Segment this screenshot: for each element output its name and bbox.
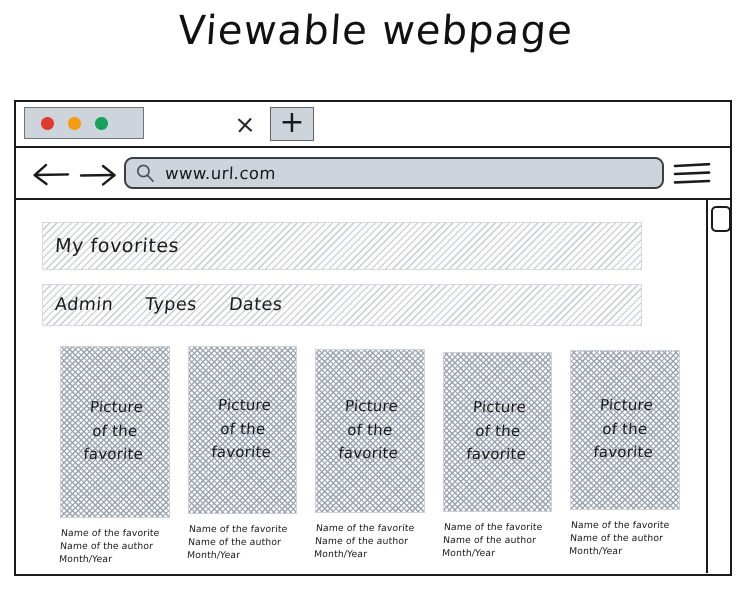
hamburger-menu-icon [673, 162, 711, 184]
site-nav-bar: Admin Types Dates [42, 284, 642, 326]
favorite-author: Name of the author [314, 536, 409, 548]
favorite-name: Name of the favorite [443, 522, 543, 533]
browser-toolbar: www.url.com [16, 148, 730, 200]
window-controls [24, 107, 144, 139]
minimize-window-button[interactable] [68, 116, 81, 130]
favorite-author: Name of the author [187, 537, 281, 549]
favorite-name: Name of the favorite [60, 528, 160, 539]
browser-window: × + www.url.com [14, 100, 732, 576]
maximize-window-button[interactable] [95, 116, 108, 130]
close-tab-icon[interactable]: × [233, 109, 257, 140]
search-icon [136, 164, 154, 182]
favorite-caption: Name of the favorite Name of the author … [314, 522, 426, 562]
back-button[interactable] [32, 161, 72, 189]
arrow-left-icon [33, 163, 70, 186]
page-title: Viewable webpage [176, 8, 575, 54]
favorite-date: Month/Year [569, 546, 623, 558]
nav-item-dates[interactable]: Dates [228, 295, 284, 315]
favorite-caption: Name of the favorite Name of the author … [569, 519, 681, 559]
favorite-date: Month/Year [186, 550, 241, 562]
arrow-right-icon [79, 164, 116, 186]
favorite-name: Name of the favorite [570, 520, 671, 531]
nav-item-admin[interactable]: Admin [54, 295, 115, 315]
vertical-scrollbar[interactable] [706, 200, 730, 573]
favorite-author: Name of the author [59, 541, 154, 553]
favorite-name: Name of the favorite [188, 524, 288, 535]
favorite-date: Month/Year [313, 549, 368, 561]
favorite-caption: Name of the favorite Name of the author … [59, 527, 171, 567]
hamburger-menu-button[interactable] [672, 161, 712, 187]
favorite-name: Name of the favorite [315, 523, 415, 534]
favorite-author: Name of the author [442, 535, 537, 547]
scrollbar-thumb[interactable] [711, 206, 730, 232]
site-header-bar: My fovorites [42, 222, 642, 270]
nav-item-types[interactable]: Types [144, 295, 198, 315]
site-header-title: My fovorites [54, 235, 180, 257]
favorite-caption: Name of the favorite Name of the author … [186, 523, 298, 563]
favorite-date: Month/Year [58, 554, 113, 566]
favorite-caption: Name of the favorite Name of the author … [441, 521, 553, 561]
url-bar[interactable]: www.url.com [124, 157, 664, 189]
favorite-date: Month/Year [441, 548, 496, 560]
close-window-button[interactable] [41, 116, 54, 130]
browser-tab-bar: × + [16, 102, 730, 148]
favorite-author: Name of the author [569, 533, 664, 545]
url-input[interactable]: www.url.com [164, 163, 277, 183]
new-tab-button[interactable]: + [270, 107, 314, 141]
forward-button[interactable] [78, 161, 118, 189]
browser-tab-active[interactable]: × + [144, 105, 730, 145]
